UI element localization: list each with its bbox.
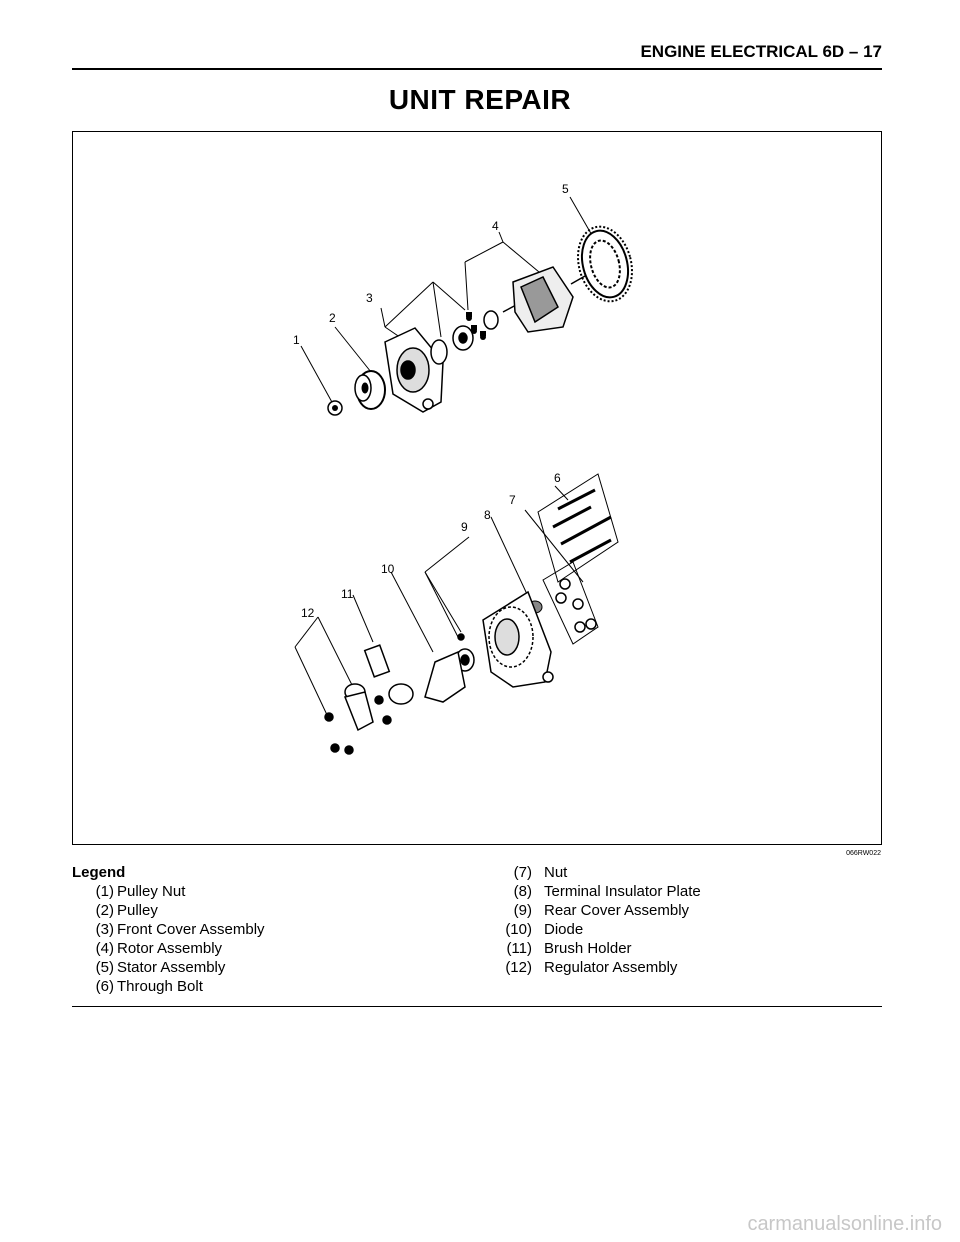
exploded-view-figure: 1 2 3 4 5 6 7 8 9 10 11 12 066RW022	[72, 131, 882, 857]
callout-7: 7	[509, 493, 516, 507]
callout-4: 4	[492, 219, 499, 233]
pulley-part	[354, 370, 386, 410]
callout-6: 6	[554, 471, 561, 485]
legend-item: (4)Rotor Assembly	[95, 940, 223, 957]
pulley-nut-part	[327, 400, 343, 416]
legend-item: (8)Terminal Insulator Plate	[513, 883, 701, 900]
legend-item: (12)Regulator Assembly	[505, 959, 678, 976]
legend-item: (10)Diode	[505, 921, 584, 938]
footer-divider	[72, 1006, 882, 1007]
alternator-exploded-diagram: 1 2 3 4 5 6 7 8 9 10 11 12	[293, 182, 633, 755]
legend-item: (5)Stator Assembly	[95, 959, 226, 976]
through-bolts-part	[552, 488, 612, 564]
legend-item: (6)Through Bolt	[95, 978, 203, 995]
legend-left-column: (1)Pulley Nut (2)Pulley (3)Front Cover A…	[72, 883, 472, 997]
diode-part	[424, 633, 475, 703]
legend-right-column: (7)Nut (8)Terminal Insulator Plate (9)Re…	[492, 864, 882, 978]
callout-5: 5	[562, 182, 569, 196]
rear-cover-part	[482, 590, 554, 688]
page-title: UNIT REPAIR	[388, 84, 572, 115]
legend-item: (2)Pulley	[95, 902, 158, 919]
callout-10: 10	[381, 562, 395, 576]
legend-item: (11)Brush Holder	[506, 940, 632, 957]
page-header: ENGINE ELECTRICAL 6D – 17	[72, 40, 882, 70]
legend-title: Legend	[72, 864, 126, 881]
callout-8: 8	[484, 508, 491, 522]
section-title: ENGINE ELECTRICAL 6D – 17	[640, 42, 882, 61]
callout-12: 12	[301, 606, 315, 620]
regulator-part	[324, 683, 374, 755]
callout-11: 11	[341, 587, 354, 601]
legend-item: (9)Rear Cover Assembly	[513, 902, 690, 919]
legend-item: (7)Nut	[513, 864, 568, 881]
stator-part	[577, 225, 633, 303]
front-cover-part	[384, 325, 474, 413]
legend-item: (1)Pulley Nut	[95, 883, 186, 900]
nuts-part	[555, 578, 597, 633]
front-cover-screws	[466, 312, 486, 340]
rotor-part	[483, 266, 586, 333]
legend-item: (3)Front Cover Assembly	[95, 921, 265, 938]
callout-1: 1	[293, 333, 300, 347]
watermark: carmanualsonline.info	[747, 1213, 942, 1235]
figure-code: 066RW022	[846, 850, 881, 857]
callout-2: 2	[329, 311, 336, 325]
callout-9: 9	[461, 520, 468, 534]
callout-3: 3	[366, 291, 373, 305]
brush-holder-part	[363, 644, 414, 725]
